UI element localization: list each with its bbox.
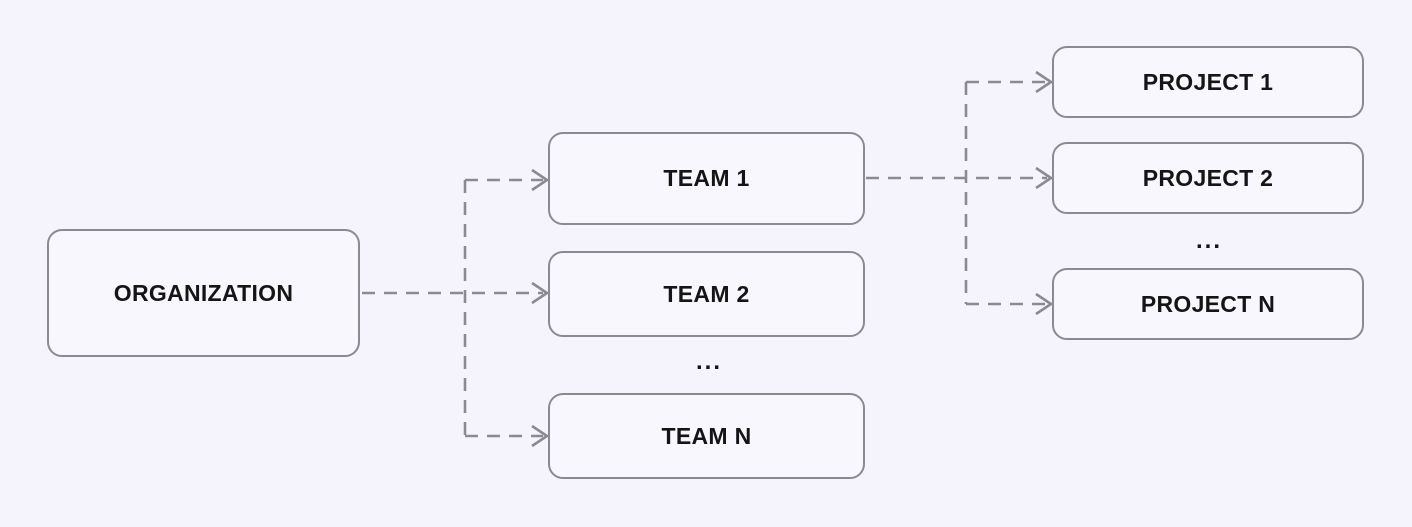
edge-team1-to-projects — [866, 70, 1054, 316]
node-project-n: PROJECT N — [1052, 268, 1364, 340]
node-team-n: TEAM N — [548, 393, 865, 479]
arrowhead-teamN-icon — [531, 424, 550, 448]
projects-ellipsis: ... — [1195, 227, 1223, 254]
node-organization: ORGANIZATION — [47, 229, 360, 357]
node-team-2: TEAM 2 — [548, 251, 865, 337]
arrowhead-project2-icon — [1035, 166, 1054, 190]
arrowhead-projectN-icon — [1035, 292, 1054, 316]
node-project-2: PROJECT 2 — [1052, 142, 1364, 214]
teams-ellipsis: ... — [695, 348, 723, 375]
arrowhead-team2-icon — [531, 281, 550, 305]
arrowhead-team1-icon — [531, 168, 550, 192]
node-project-1: PROJECT 1 — [1052, 46, 1364, 118]
arrowhead-project1-icon — [1035, 70, 1054, 94]
edge-organization-to-teams — [362, 168, 550, 448]
node-team-1: TEAM 1 — [548, 132, 865, 225]
